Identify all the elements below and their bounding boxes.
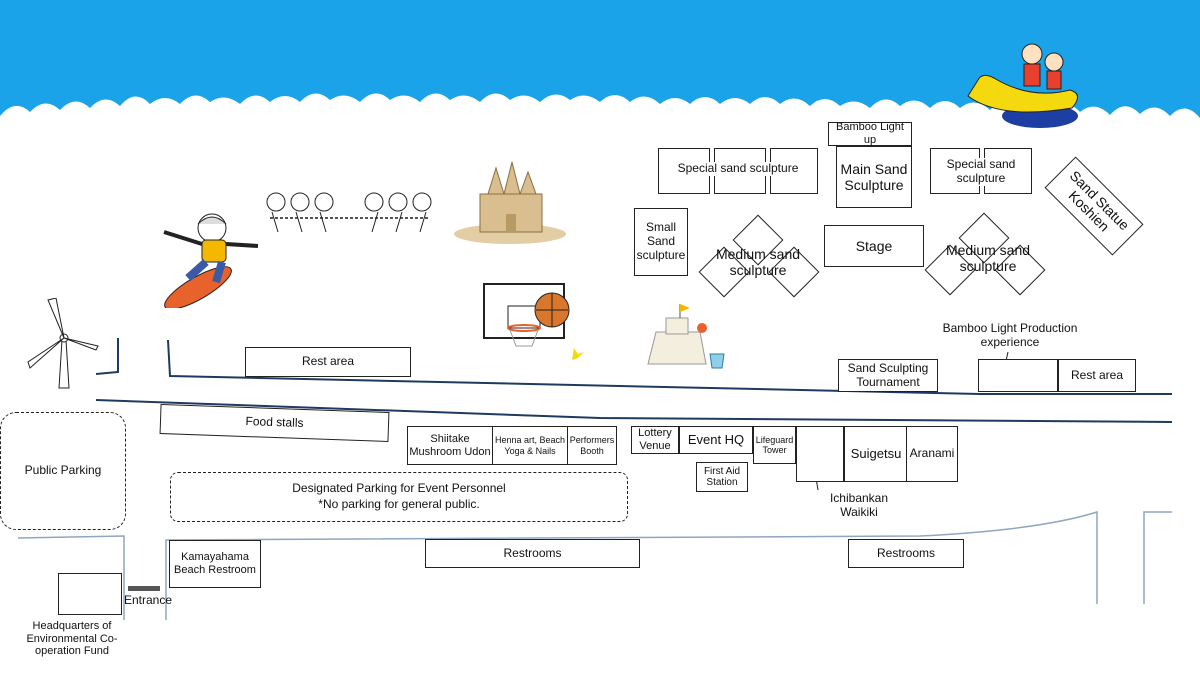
designated-parking: Designated Parking for Event Personnel *…	[170, 472, 628, 522]
shiitake-mushroom-udon: Shiitake Mushroom Udon	[407, 426, 493, 465]
skateboarder-icon	[163, 213, 259, 308]
stage: Stage	[824, 225, 924, 267]
rest-area-right: Rest area	[1058, 359, 1136, 392]
entrance: Entrance	[123, 593, 173, 607]
road-edge	[165, 510, 1098, 620]
lifeguard-tower: Lifeguard Tower	[753, 426, 796, 464]
suigetsu: Suigetsu	[844, 426, 908, 482]
aranami: Aranami	[906, 426, 958, 482]
lottery-venue: Lottery Venue	[631, 426, 679, 454]
hq-environmental-fund: Headquarters of Environmental Co-operati…	[26, 620, 118, 658]
banana-boat-icon	[967, 43, 1078, 128]
first-aid-station: First Aid Station	[696, 462, 748, 492]
event-hq: Event HQ	[679, 426, 753, 454]
hq-environmental-fund-building	[58, 573, 122, 615]
medium-sculpture-right-label: Medium sand sculpture	[945, 242, 1031, 275]
road-line	[95, 338, 119, 375]
sea-area	[0, 0, 1200, 118]
bamboo-light-production: Bamboo Light Production experience	[942, 321, 1078, 349]
public-parking: Public Parking	[0, 412, 126, 530]
basketball-hoop-icon	[483, 283, 584, 360]
wind-turbine-icon	[27, 298, 99, 389]
performers-booth: Performers Booth	[567, 426, 617, 465]
bamboo-light-production-area	[978, 359, 1058, 392]
main-sand-sculpture: Main Sand Sculpture	[836, 146, 912, 208]
sand-sculpting-tournament: Sand Sculpting Tournament	[838, 359, 938, 392]
ichibankan-building	[796, 426, 844, 482]
henna-yoga-nails: Henna art, Beach Yoga & Nails	[492, 426, 568, 465]
restrooms-left: Restrooms	[425, 539, 640, 568]
road-edge	[17, 535, 125, 620]
bamboo-light-up: Bamboo Light up	[828, 121, 912, 146]
no-parking-note: *No parking for general public.	[318, 497, 480, 511]
road-line	[167, 339, 1172, 395]
restrooms-right: Restrooms	[848, 539, 964, 568]
road-edge	[1143, 511, 1172, 604]
sand-castle-icon	[454, 161, 566, 244]
special-sand-sculpture-left-label: Special sand sculpture	[660, 161, 816, 176]
kamayahama-beach-restroom: Kamayahama Beach Restroom	[169, 540, 261, 588]
road-line	[95, 399, 1173, 423]
ichibankan-waikiki: Ichibankan Waikiki	[829, 491, 889, 519]
rest-area-left: Rest area	[245, 347, 411, 377]
tug-of-war-icon	[266, 192, 432, 233]
medium-sculpture-left-label: Medium sand sculpture	[715, 246, 801, 279]
special-sand-sculpture-right-label: Special sand sculpture	[934, 157, 1028, 186]
small-sand-sculpture: Small Sand sculpture	[634, 208, 688, 276]
sandcastle-bucket-icon	[647, 304, 725, 369]
designated-parking-label: Designated Parking for Event Personnel	[292, 481, 506, 496]
